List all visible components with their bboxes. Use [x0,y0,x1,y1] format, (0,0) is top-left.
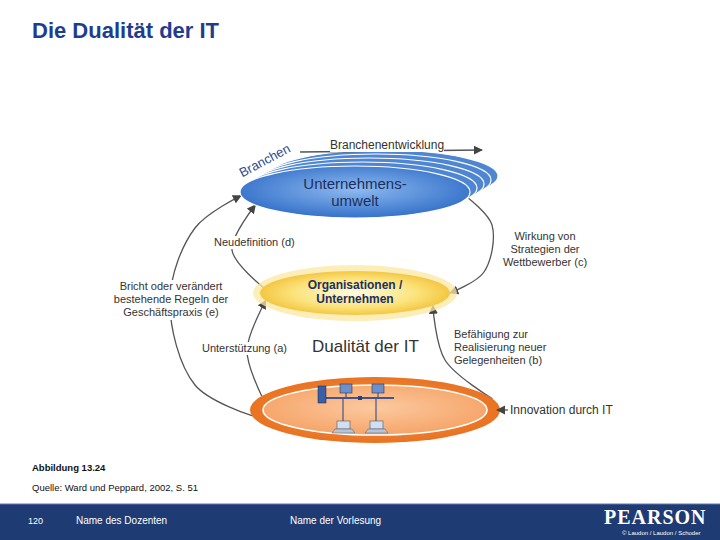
ellipse-glow [253,265,457,321]
ellipse-outline [250,377,500,443]
source-note: Quelle: Ward und Peppard, 2002, S. 51 [32,482,198,493]
node-label: Unternehmens- umwelt [290,176,420,209]
ellipse-body [240,166,470,218]
environment-ellipse: BranchenUnternehmens- umwelt [240,166,470,218]
page-number: 120 [28,516,43,526]
edge-label: Neudefinition (d) [212,236,297,249]
slide-title: Die Dualität der IT [32,18,219,44]
node-label: Organisationen / Unternehmen [295,279,415,307]
edge-label: Wirkung von Strategien der Wettbewerber … [497,230,593,270]
organisation-ellipse: Organisationen / Unternehmen [260,271,450,315]
influence-arrow [450,197,493,293]
edge-label: Bricht oder verändert bestehende Regeln … [108,280,234,320]
it-ellipse: Dualität der IT [250,377,500,443]
ellipse-body [250,377,500,443]
footer-bar [0,504,720,540]
footer-rule [0,504,720,505]
figure-caption: Abbildung 13.24 [32,462,105,473]
ellipse-core [263,385,487,435]
footer-text: Name des Dozenten [76,515,167,526]
footer-text: Name der Vorlesung [290,515,381,526]
ellipse-body [260,271,450,315]
edge-label: Unterstützung (a) [200,342,289,355]
edge-label: Befähigung zur Realisierung neuer Gelege… [452,328,556,368]
node-heading: Dualität der IT [312,337,419,357]
flow-label: Branchenentwicklung [330,138,444,152]
callout-label: Innovation durch IT [510,403,613,417]
copyright-note: © Laudon / Laudon / Schoder [622,530,700,536]
publisher-logo: PEARSON [604,506,707,529]
